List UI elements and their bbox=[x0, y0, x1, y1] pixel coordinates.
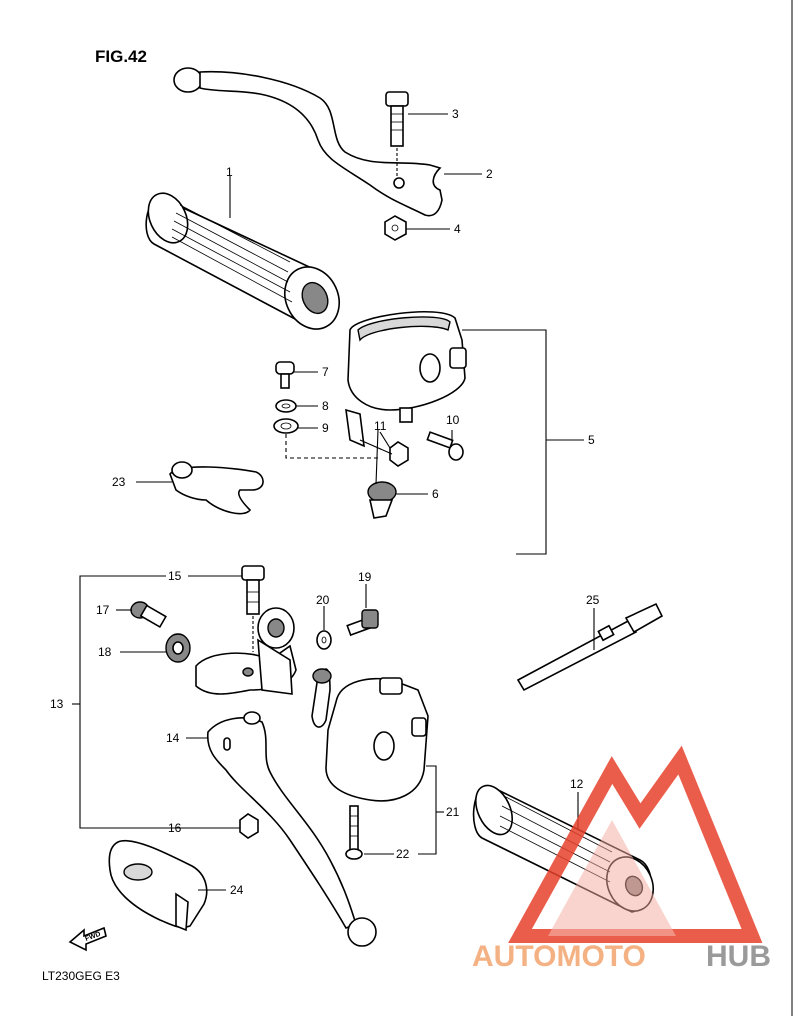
figure-title: FIG.42 bbox=[95, 47, 147, 66]
part-pivot-bolt bbox=[385, 91, 409, 147]
part-cable-tie bbox=[516, 602, 664, 692]
part-lever-nut-16 bbox=[239, 813, 259, 839]
callout-6: 6 bbox=[432, 487, 439, 501]
part-left-grip bbox=[145, 192, 340, 330]
callout-22: 22 bbox=[396, 847, 410, 861]
callout-2: 2 bbox=[486, 167, 493, 181]
callout-10: 10 bbox=[446, 413, 460, 427]
part-adjuster-nut bbox=[165, 633, 191, 663]
callout-5: 5 bbox=[588, 433, 595, 447]
callout-16: 16 bbox=[168, 821, 182, 835]
part-screw-19 bbox=[346, 609, 379, 637]
callout-1: 1 bbox=[226, 165, 233, 179]
part-switch-terminal bbox=[367, 429, 397, 519]
callout-25: 25 bbox=[586, 593, 600, 607]
callout-11: 11 bbox=[374, 419, 387, 433]
callout-7: 7 bbox=[322, 365, 329, 379]
watermark-text-automoto: AUTOMOTO bbox=[472, 940, 646, 973]
callout-18: 18 bbox=[98, 645, 112, 659]
watermark-logo bbox=[508, 745, 763, 943]
callout-12: 12 bbox=[570, 777, 584, 791]
part-lever-holder bbox=[195, 607, 297, 695]
callout-9: 9 bbox=[322, 421, 329, 435]
callout-14: 14 bbox=[166, 731, 180, 745]
part-left-switch-housing bbox=[347, 310, 467, 423]
watermark-triangle-icon bbox=[508, 745, 763, 943]
part-lever-nut bbox=[384, 215, 407, 241]
part-cable-bracket bbox=[169, 461, 264, 515]
callout-3: 3 bbox=[452, 107, 459, 121]
callout-8: 8 bbox=[322, 399, 329, 413]
callout-21: 21 bbox=[446, 805, 460, 819]
callout-19: 19 bbox=[358, 570, 372, 584]
callout-17: 17 bbox=[96, 603, 110, 617]
part-switch-bracket bbox=[345, 408, 409, 467]
part-screw-7 bbox=[275, 361, 295, 389]
callout-4: 4 bbox=[454, 222, 461, 236]
part-lock-washer-8 bbox=[275, 399, 297, 413]
part-clutch-lever bbox=[173, 67, 443, 217]
fwd-arrow: FWD bbox=[68, 926, 107, 952]
part-lever-cover bbox=[108, 840, 208, 932]
part-washer-20 bbox=[316, 630, 332, 650]
part-washer-9 bbox=[273, 418, 299, 434]
part-brake-lever bbox=[206, 711, 377, 947]
part-adjuster-bolt bbox=[130, 601, 167, 629]
callout-15: 15 bbox=[168, 569, 182, 583]
watermark-text-hub: HUB bbox=[706, 940, 771, 973]
part-screw-22 bbox=[345, 805, 363, 860]
callout-20: 20 bbox=[316, 593, 330, 607]
model-code: LT230GEG E3 bbox=[42, 969, 120, 983]
part-pivot-bolt-15 bbox=[241, 565, 265, 615]
part-right-switch-housing bbox=[311, 668, 429, 802]
callout-13: 13 bbox=[50, 697, 64, 711]
callout-23: 23 bbox=[112, 475, 126, 489]
part-screw-10 bbox=[426, 431, 464, 461]
callout-24: 24 bbox=[230, 883, 244, 897]
